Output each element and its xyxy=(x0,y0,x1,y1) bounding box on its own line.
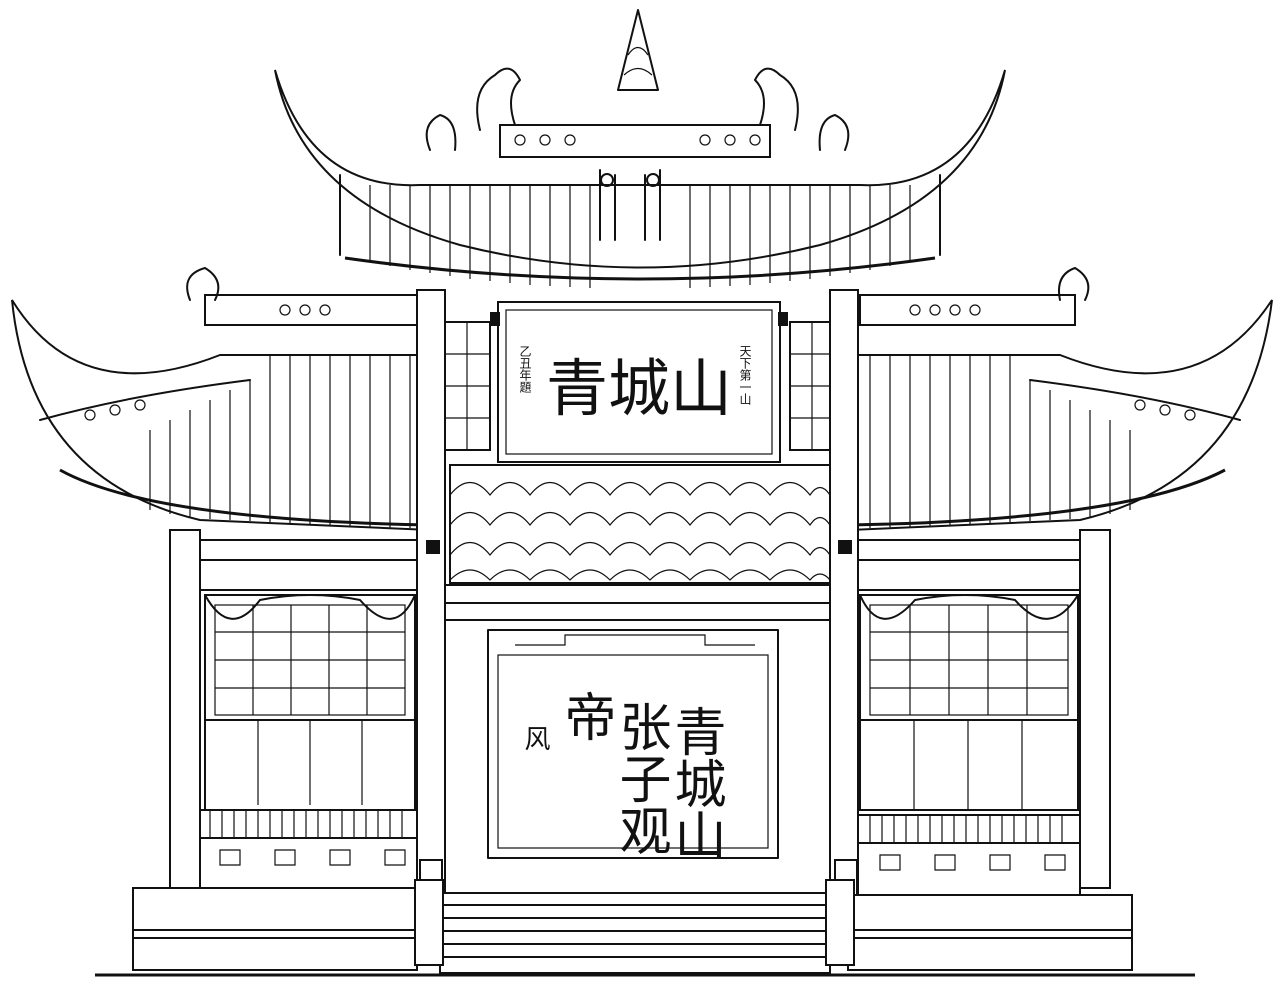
upper-roof-tiles xyxy=(369,185,911,288)
front-steps xyxy=(439,892,831,974)
fish-scale-panel xyxy=(449,464,831,584)
calligraphy-panel: 青城山 张子观 帝 风 xyxy=(444,619,831,894)
panel-col-3: 帝 xyxy=(555,690,615,742)
right-roof xyxy=(849,267,1273,532)
left-roof xyxy=(11,267,431,532)
right-roof-tiles xyxy=(869,355,1131,528)
panel-col-1: 青城山 xyxy=(665,705,725,861)
plaque-small-right: 天下第一山 xyxy=(738,345,752,405)
beams xyxy=(199,539,1081,621)
upper-roof xyxy=(274,9,1006,288)
panel-col-2: 张子观 xyxy=(610,700,670,856)
right-window-bay xyxy=(857,594,1081,896)
plaque: 青城山 天下第一山 乙丑年題 xyxy=(490,301,788,483)
left-roof-tiles xyxy=(149,355,411,528)
left-window-bay xyxy=(199,594,418,889)
step-posts xyxy=(414,879,855,966)
plaque-small-left: 乙丑年題 xyxy=(518,345,532,394)
plaque-main-text: 青城山 xyxy=(546,352,732,425)
plaque-side-windows xyxy=(444,321,836,451)
panel-col-4: 风 xyxy=(520,725,550,751)
